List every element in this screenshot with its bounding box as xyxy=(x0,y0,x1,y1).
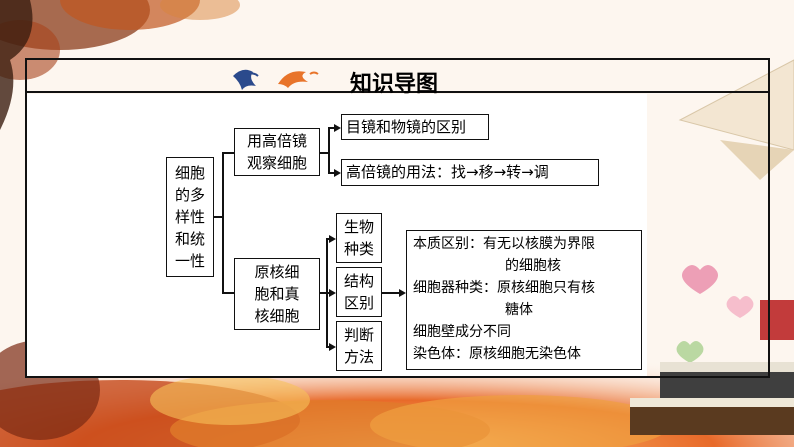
detail-line: 染色体：原核细胞无染色体 xyxy=(413,346,581,362)
connector-root-to-branch1 xyxy=(222,152,234,154)
branch-node-line: 胞和真 xyxy=(254,285,300,303)
arrow-to-sub3 xyxy=(329,343,336,351)
sub-node-species: 生物 种类 xyxy=(336,213,382,263)
connector-branch1-vertical xyxy=(328,127,330,173)
books-decoration xyxy=(630,300,794,435)
leaf-node-text: 高倍镜的用法：找→移→转→调 xyxy=(346,163,549,181)
connector-root-vertical xyxy=(222,152,224,292)
leaf-node-high-power-usage: 高倍镜的用法：找→移→转→调 xyxy=(341,159,599,186)
detail-line: 本质区别：有无以核膜为界限 xyxy=(413,236,595,252)
bird-logo-icon xyxy=(233,69,319,90)
title-bar xyxy=(27,60,768,93)
connector-to-leaf1 xyxy=(328,127,335,129)
foliage-top-left-decoration xyxy=(0,0,240,80)
arrow-to-sub2 xyxy=(329,289,336,297)
root-node-line: 一性 xyxy=(174,252,205,270)
paper-plane-decoration xyxy=(678,59,794,180)
connector-to-detail xyxy=(382,292,400,294)
detail-line: 细胞壁成分不同 xyxy=(413,324,511,340)
connector-branch2-stem xyxy=(320,292,326,294)
connector-to-sub3 xyxy=(326,346,330,348)
arrow-to-leaf2 xyxy=(334,169,341,177)
branch-node-line: 核细胞 xyxy=(254,307,300,325)
sunset-clouds-decoration xyxy=(0,340,670,447)
root-node-line: 的多 xyxy=(174,186,205,204)
sub-node-judgment-method: 判断 方法 xyxy=(336,321,382,371)
connector-branch1-stem xyxy=(320,152,328,154)
connector-root-to-branch2 xyxy=(222,292,234,294)
sub-node-line: 判断 xyxy=(343,326,374,344)
branch-node-prokaryote-eukaryote: 原核细 胞和真 核细胞 xyxy=(234,258,320,330)
connector-root-stem xyxy=(214,216,222,218)
slide-frame xyxy=(25,58,770,378)
arrow-to-leaf1 xyxy=(334,124,341,132)
arrow-to-detail xyxy=(399,289,406,297)
sub-node-structure-difference: 结构 区别 xyxy=(336,267,382,317)
sub-node-line: 区别 xyxy=(343,294,374,312)
branch-node-microscope: 用高倍镜 观察细胞 xyxy=(234,128,320,176)
leaf-node-text: 目镜和物镜的区别 xyxy=(346,118,467,136)
leaf-node-eyepiece-objective: 目镜和物镜的区别 xyxy=(341,114,489,140)
connector-to-sub1 xyxy=(326,238,330,240)
root-node-line: 和统 xyxy=(174,230,205,248)
detail-node-structure-differences: 本质区别：有无以核膜为界限 的细胞核 细胞器种类：原核细胞只有核 糖体 细胞壁成… xyxy=(406,230,642,370)
detail-line: 的细胞核 xyxy=(505,258,561,274)
branch-node-line: 用高倍镜 xyxy=(246,132,307,150)
hearts-decoration xyxy=(676,265,754,363)
root-node-line: 样性 xyxy=(174,208,205,226)
connector-to-sub2 xyxy=(326,292,330,294)
detail-line: 细胞器种类：原核细胞只有核 xyxy=(413,280,595,296)
page-title: 知识导图 xyxy=(350,72,439,97)
sub-node-line: 结构 xyxy=(343,272,374,290)
sub-node-line: 方法 xyxy=(343,348,374,366)
detail-line: 糖体 xyxy=(505,302,533,318)
branch-node-line: 原核细 xyxy=(254,263,300,281)
connector-to-leaf2 xyxy=(328,172,335,174)
sub-node-line: 种类 xyxy=(343,240,374,258)
root-node-line: 细胞 xyxy=(174,164,205,182)
arrow-to-sub1 xyxy=(329,235,336,243)
root-node: 细胞 的多 样性 和统 一性 xyxy=(166,157,214,277)
branch-node-line: 观察细胞 xyxy=(246,154,307,172)
sub-node-line: 生物 xyxy=(343,218,374,236)
